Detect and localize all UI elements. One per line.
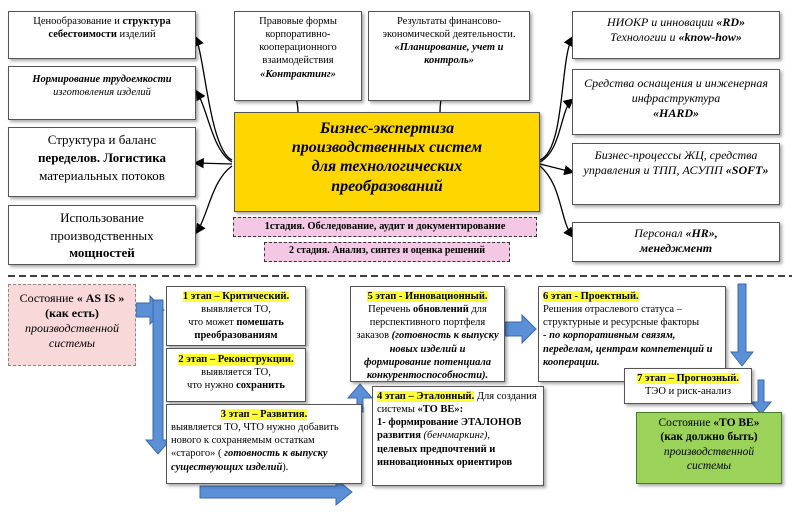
results-text-b: «Планирование, учет и контроль»: [394, 42, 504, 67]
s1-text-b: что может: [188, 317, 237, 329]
soft-text-a: Бизнес-процессы ЖЦ, средства управления …: [583, 148, 758, 177]
stage-box-6-project: 6 этап - Проектный. Решения отраслевого …: [538, 286, 726, 382]
hr-text-c: менеджмент: [639, 241, 713, 255]
s1-text-d: преобразованиям: [194, 330, 278, 342]
s5-text-c: для перспективного портфеля заказов: [356, 304, 487, 342]
s5-text-d: (готовность к выпуску новых изделий и фо…: [363, 330, 499, 381]
tobe-text-d: производственной системы: [663, 445, 755, 473]
hr-text-a: Персонал: [634, 226, 686, 240]
s3-heading: 3 этап – Развития.: [220, 409, 308, 420]
s3-text-b: готовность к выпуску существующих издели…: [171, 448, 328, 473]
s4-text-a: Для создания системы: [377, 391, 537, 416]
rd-text-c: Технологии и: [610, 30, 679, 44]
box-legal-forms: Правовые формы корпоративно-кооперационн…: [234, 11, 362, 101]
box-financial-results: Результаты финансово-экономической деяте…: [368, 11, 530, 101]
s6-text-a: Решения отраслевого статуса – структурны…: [543, 304, 700, 329]
s7-text-a: ТЭО и риск-анализ: [644, 386, 732, 398]
central-line-2: производственных систем: [291, 139, 483, 157]
rd-text-a: НИОКР и инновации: [606, 15, 717, 29]
box-pricing-cost-structure: Ценообразование и структура себестоимост…: [8, 11, 196, 59]
tobe-text-a: Состояние: [658, 417, 714, 429]
results-text-a: Результаты финансово-экономической деяте…: [382, 16, 516, 41]
norm-text-a: Нормирование трудоемкости: [32, 74, 172, 85]
stage-2-text: 2 стадия. Анализ, синтез и оценка решени…: [289, 245, 485, 256]
s4-text-e: целевых предпочтений и инновационных ори…: [377, 443, 513, 468]
pricing-text-a: Ценообразование и: [33, 16, 123, 27]
stage-1-box: 1стадия. Обследование, аудит и документи…: [233, 217, 537, 237]
stage-2-box: 2 стадия. Анализ, синтез и оценка решени…: [264, 242, 510, 262]
capacity-text-b: мощностей: [69, 245, 135, 261]
stage-box-2-reconstruction: 2 этап – Реконструкции. выявляется ТО, ч…: [166, 348, 306, 402]
s6-text-b: - по корпоративным связям, переделам, це…: [543, 330, 713, 368]
stage-box-4-reference: 4 этап – Эталонный. Для создания системы…: [372, 386, 544, 486]
box-hard: Средства оснащения и инженерная инфрастр…: [572, 69, 780, 135]
s3-text-c: ).: [282, 461, 289, 473]
box-capacity-usage: Использование производственных мощностей: [8, 205, 196, 265]
s1-text-a: выявляется ТО,: [201, 304, 271, 316]
norm-text-b: изготовления изделий: [53, 87, 151, 99]
box-soft: Бизнес-процессы ЖЦ, средства управления …: [572, 143, 780, 205]
rd-text-d: «know-how»: [678, 30, 742, 44]
box-labor-norming: Нормирование трудоемкости изготовления и…: [8, 66, 196, 120]
box-to-be: Состояние «ТО ВЕ» (как должно быть) прои…: [636, 412, 782, 484]
s5-heading: 5 этап - Инновационный.: [367, 291, 488, 302]
s1-heading: 1 этап – Критический.: [182, 291, 290, 302]
pricing-text-c: изделий: [116, 29, 156, 41]
central-box: Бизнес-экспертиза производственных систе…: [234, 112, 540, 212]
structure-text-b: переделов. Логистика: [37, 150, 167, 166]
hr-text-b: «HR»,: [685, 226, 718, 240]
s2-text-c: сохранить: [236, 380, 285, 392]
legal-text-b: «Контрактинг»: [260, 68, 336, 80]
s2-text-a: выявляется ТО,: [201, 367, 271, 379]
box-rd-innovation: НИОКР и инновации «RD» Технологии и «kno…: [572, 11, 780, 59]
s7-heading: 7 этап – Прогнозный.: [637, 373, 739, 384]
rd-text-b: «RD»: [716, 15, 745, 29]
stage-box-1-critical: 1 этап – Критический. выявляется ТО, что…: [166, 286, 306, 346]
pricing-text-b: структура себестоимости: [48, 16, 171, 41]
asis-text-a: Состояние: [19, 291, 77, 305]
s5-text-a: Перечень: [368, 304, 414, 316]
asis-text-c: (как есть): [45, 306, 99, 320]
tobe-text-b: «ТО ВЕ»: [713, 417, 760, 429]
central-line-3: для технологических: [311, 158, 463, 176]
central-line-1: Бизнес-экспертиза: [319, 120, 455, 137]
hard-text-a: Средства оснащения и инженерная инфрастр…: [584, 76, 768, 105]
asis-text-d: производственной системы: [24, 321, 120, 350]
s4-text-c: 1- формирование ЭТАЛОНОВ развития: [377, 417, 522, 442]
s4-text-d: (бенчмаркинг),: [420, 430, 490, 442]
s5-text-b: обновлений: [413, 304, 469, 316]
s6-heading: 6 этап - Проектный.: [543, 291, 639, 302]
box-hr: Персонал «HR», менеджмент: [572, 222, 780, 262]
s2-heading: 2 этап – Реконструкции.: [178, 354, 294, 365]
tobe-text-c: (как должно быть): [660, 431, 758, 444]
s4-text-b: «ТО ВЕ»:: [417, 404, 464, 416]
capacity-text-a: Использование производственных: [50, 210, 154, 243]
hard-text-b: «HARD»: [652, 106, 699, 120]
s1-text-c: помешать: [236, 317, 284, 329]
box-structure-logistics: Структура и баланс переделов. Логистика …: [8, 127, 196, 197]
box-as-is: Состояние « AS IS » (как есть) производс…: [8, 284, 136, 366]
structure-text-a: Структура и баланс: [47, 132, 157, 147]
stage-1-text: 1стадия. Обследование, аудит и документи…: [264, 221, 506, 232]
soft-text-b: «SOFT»: [725, 163, 769, 177]
s3-text-a: выявляется ТО, ЧТО нужно добавить нового…: [171, 422, 339, 460]
stage-box-5-innovation: 5 этап - Инновационный. Перечень обновле…: [350, 286, 505, 382]
legal-text-a: Правовые формы корпоративно-кооперационн…: [259, 16, 337, 67]
s2-text-b: что нужно: [187, 380, 237, 392]
stage-box-7-forecast: 7 этап – Прогнозный. ТЭО и риск-анализ: [624, 368, 752, 404]
stage-box-3-development: 3 этап – Развития. выявляется ТО, ЧТО ну…: [166, 404, 362, 484]
structure-text-c: материальных потоков: [39, 168, 165, 184]
asis-text-b: « AS IS »: [76, 291, 125, 305]
central-line-4: преобразований: [331, 177, 443, 195]
s4-heading: 4 этап – Эталонный.: [377, 391, 475, 402]
